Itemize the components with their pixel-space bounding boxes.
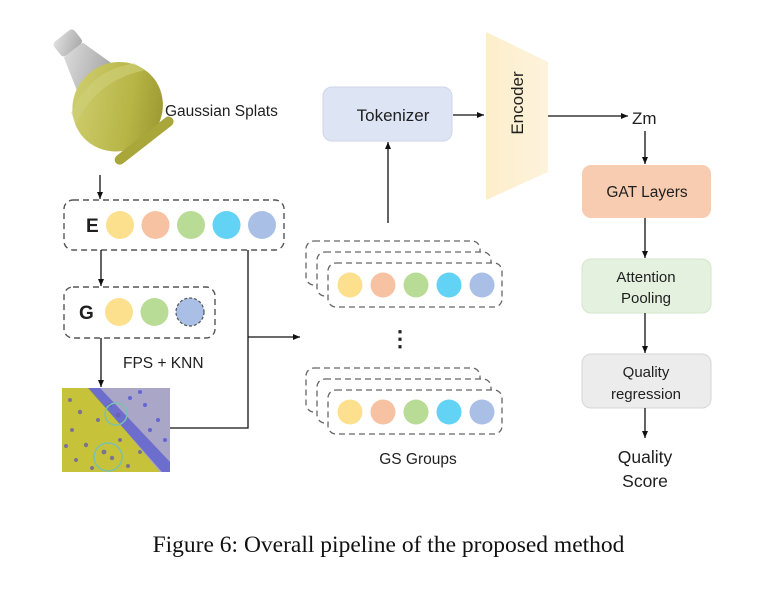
gs-group-token bbox=[403, 272, 429, 298]
fps-knn-label: FPS + KNN bbox=[123, 355, 204, 372]
embedding-token bbox=[141, 211, 170, 239]
gs-group-token bbox=[370, 272, 396, 298]
gs-group-token bbox=[436, 399, 462, 425]
embedding-token bbox=[106, 211, 134, 239]
encoder-label: Encoder bbox=[508, 71, 527, 135]
ellipsis-vertical: ⋮ bbox=[389, 326, 411, 351]
encoder-block: Encoder bbox=[486, 32, 548, 200]
embedding-token bbox=[177, 211, 205, 239]
tokenizer-label: Tokenizer bbox=[357, 106, 430, 125]
embedding-token bbox=[248, 211, 276, 239]
connector-to-gs-groups bbox=[170, 250, 300, 429]
gs-group-stack bbox=[305, 240, 503, 308]
gs-group-token bbox=[337, 399, 363, 425]
figure-caption: Figure 6: Overall pipeline of the propos… bbox=[152, 532, 625, 558]
fps-knn-image bbox=[62, 388, 170, 472]
gs-group-token bbox=[469, 272, 495, 298]
gs-group-token bbox=[403, 399, 429, 425]
quality-score-line1: Quality bbox=[618, 447, 673, 467]
gs-group-token bbox=[370, 399, 396, 425]
latent-label: Zm bbox=[632, 109, 657, 128]
tokenizer-block: Tokenizer bbox=[322, 86, 453, 142]
gs-groups bbox=[305, 240, 503, 435]
gs-group-token bbox=[337, 272, 363, 298]
bottle-model-icon bbox=[53, 29, 174, 165]
gat-layers-block: GAT Layers bbox=[582, 165, 711, 218]
gs-groups-label: GS Groups bbox=[379, 451, 457, 468]
attention-pooling-block: Attention Pooling bbox=[581, 258, 712, 314]
grouping-box: G bbox=[63, 286, 216, 339]
grouping-label: G bbox=[79, 303, 94, 324]
group-token bbox=[140, 298, 169, 326]
gat-layers-label: GAT Layers bbox=[606, 184, 688, 201]
attention-pooling-label-line2: Pooling bbox=[621, 290, 671, 307]
gs-group-stack bbox=[305, 367, 503, 435]
attention-pooling-label-line1: Attention bbox=[616, 269, 675, 286]
quality-regression-label-line1: Quality bbox=[623, 364, 670, 381]
embedding-token bbox=[212, 211, 241, 239]
embeddings-label: E bbox=[86, 216, 99, 237]
quality-regression-label-line2: regression bbox=[611, 386, 681, 403]
embeddings-box: E bbox=[63, 199, 285, 251]
selected-center-token bbox=[175, 297, 205, 327]
gs-group-token bbox=[469, 399, 495, 425]
quality-regression-block: Quality regression bbox=[581, 353, 712, 409]
gs-group-token bbox=[436, 272, 462, 298]
group-token bbox=[105, 298, 133, 326]
gaussian-splats-label: Gaussian Splats bbox=[165, 103, 278, 120]
quality-score-line2: Score bbox=[622, 471, 668, 491]
